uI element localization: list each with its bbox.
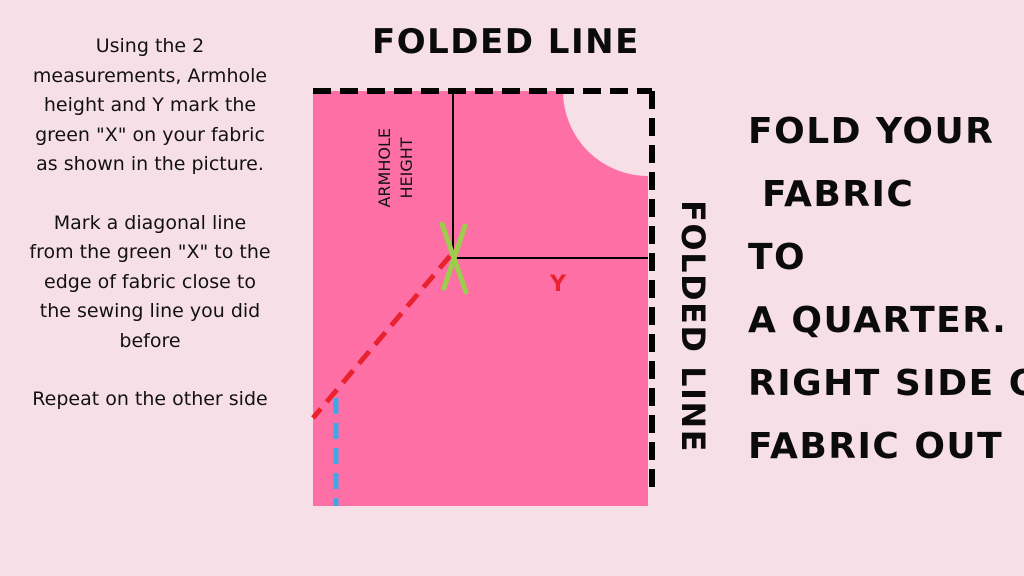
side-folded-line-label: FOLDED LINE (674, 200, 712, 454)
instruction-line: edge of fabric close to (44, 270, 256, 293)
y-measure-label: Y (550, 272, 566, 297)
fold-step-line: FABRIC (748, 174, 915, 215)
instruction-line: Using the 2 (95, 35, 205, 57)
fold-step-line: TO (748, 237, 807, 278)
instruction-line: height and Y mark the (43, 94, 257, 116)
instruction-line: green "X" on your fabric (35, 123, 265, 146)
fabric-piece (313, 91, 648, 506)
instruction-line: measurements, Armhole (32, 64, 268, 87)
fold-step-line: A QUARTER. (748, 300, 1008, 341)
instruction-line: from the green "X" to the (29, 241, 271, 263)
instructions-text: Using the 2 measurements, Armhole height… (0, 32, 300, 415)
instruction-line: before (119, 329, 181, 352)
diagonal-cut-line (311, 254, 452, 420)
fold-instructions: FOLD YOUR FABRIC TO A QUARTER. RIGHT SID… (748, 100, 1024, 478)
top-folded-line-label: FOLDED LINE (372, 22, 640, 62)
instruction-line: as shown in the picture. (36, 153, 264, 175)
fold-step-line: FOLD YOUR (748, 111, 995, 152)
armhole-label-line: HEIGHT (397, 137, 416, 199)
instruction-line: Repeat on the other side (32, 388, 268, 410)
armhole-label-line: ARMHOLE (375, 128, 394, 208)
fold-step-line: FABRIC OUT (748, 426, 1004, 467)
armhole-height-label: ARMHOLE HEIGHT (374, 128, 434, 208)
instruction-line: Mark a diagonal line (53, 211, 247, 234)
neckline-cutout (563, 91, 648, 176)
fold-step-line: RIGHT SIDE OF (748, 363, 1024, 404)
x-mark-stroke-2 (441, 223, 468, 291)
instruction-line: the sewing line you did (39, 300, 261, 322)
